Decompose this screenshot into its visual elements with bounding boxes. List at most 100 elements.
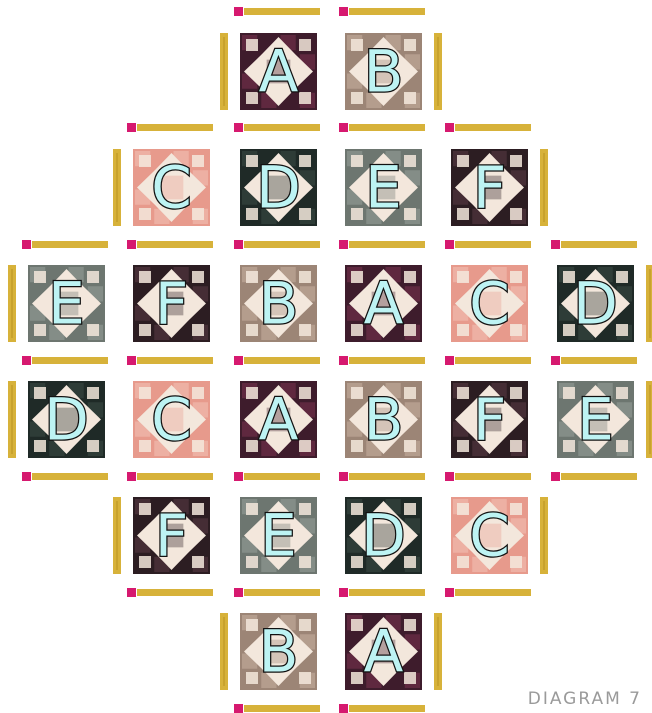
corner-square [246,440,258,452]
quilt-block-f: F [451,149,528,226]
horizontal-sashing-strip [349,357,425,364]
block-label: E [48,270,85,338]
corner-square [246,672,258,684]
corner-square [351,208,363,220]
horizontal-sashing-strip [244,8,320,15]
quilt-block-e: E [28,265,105,342]
corner-square [510,440,522,452]
cornerstone-square [234,356,243,365]
vertical-sashing-strip [646,265,652,342]
horizontal-sashing-strip [455,357,531,364]
quilt-block-b: B [345,33,422,110]
horizontal-sashing-strip [455,473,531,480]
corner-square [404,208,416,220]
corner-square [457,155,469,167]
corner-square [351,619,363,631]
corner-square [351,271,363,283]
cornerstone-square [22,240,31,249]
horizontal-sashing-strip [349,8,425,15]
corner-square [404,92,416,104]
cornerstone-square [551,472,560,481]
corner-square [510,155,522,167]
horizontal-sashing-strip [349,705,425,712]
corner-square [246,39,258,51]
corner-square [139,271,151,283]
corner-square [457,324,469,336]
corner-square [351,39,363,51]
corner-square [139,503,151,515]
horizontal-sashing-strip [32,357,108,364]
horizontal-sashing-strip [561,241,637,248]
corner-square [299,324,311,336]
horizontal-sashing-strip [455,241,531,248]
corner-square [351,440,363,452]
vertical-sashing-strip [646,381,652,458]
horizontal-sashing-strip [32,241,108,248]
quilt-block-e: E [345,149,422,226]
corner-square [510,556,522,568]
cornerstone-square [551,356,560,365]
quilt-block-c: C [133,149,210,226]
corner-square [139,155,151,167]
corner-square [139,440,151,452]
quilt-block-d: D [345,497,422,574]
quilt-block-a: A [345,613,422,690]
corner-square [192,387,204,399]
corner-square [563,440,575,452]
corner-square [510,387,522,399]
corner-square [404,39,416,51]
cornerstone-square [339,7,348,16]
cornerstone-square [339,472,348,481]
quilt-block-a: A [240,381,317,458]
corner-square [139,556,151,568]
corner-square [351,155,363,167]
quilt-block-b: B [240,613,317,690]
block-label: E [260,502,297,570]
cornerstone-square [234,472,243,481]
block-label: F [473,154,506,222]
quilt-block-e: E [557,381,634,458]
quilt-block-c: C [133,381,210,458]
cornerstone-square [339,240,348,249]
corner-square [510,503,522,515]
cornerstone-square [551,240,560,249]
horizontal-sashing-strip [561,357,637,364]
corner-square [192,556,204,568]
horizontal-sashing-strip [349,589,425,596]
block-label: D [256,154,301,222]
corner-square [139,387,151,399]
block-label: C [151,154,192,222]
corner-square [457,387,469,399]
corner-square [299,271,311,283]
corner-square [299,556,311,568]
block-label: C [469,502,510,570]
brand-logo: DIAGRAM 7 [528,689,642,709]
cornerstone-square [234,240,243,249]
corner-square [299,39,311,51]
quilt-block-f: F [133,265,210,342]
horizontal-sashing-strip [349,124,425,131]
cornerstone-square [127,588,136,597]
block-label: E [365,154,402,222]
cornerstone-square [22,356,31,365]
quilt-block-f: F [133,497,210,574]
cornerstone-square [339,356,348,365]
corner-square [404,440,416,452]
quilt-block-d: D [28,381,105,458]
block-label: C [469,270,510,338]
horizontal-sashing-strip [244,241,320,248]
block-label: B [364,386,404,454]
corner-square [299,503,311,515]
quilt-block-b: B [345,381,422,458]
quilt-block-a: A [240,33,317,110]
corner-square [139,324,151,336]
corner-square [510,271,522,283]
corner-square [87,324,99,336]
corner-square [457,271,469,283]
corner-square [404,672,416,684]
horizontal-sashing-strip [561,473,637,480]
corner-square [192,155,204,167]
corner-square [87,271,99,283]
horizontal-sashing-strip [244,473,320,480]
